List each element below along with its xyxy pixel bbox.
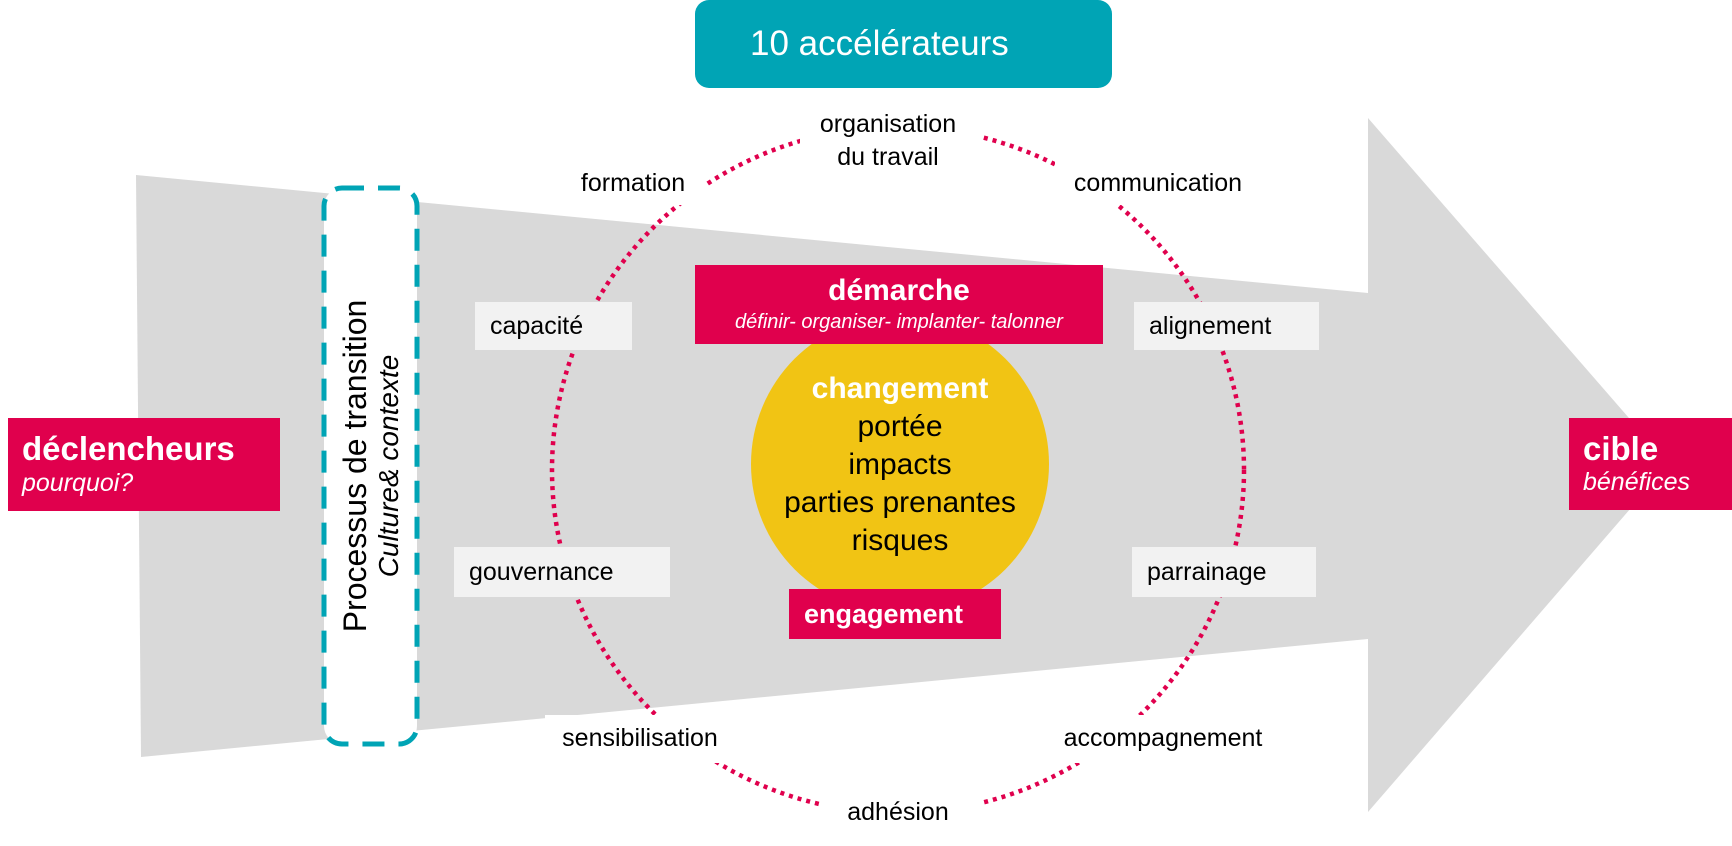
changement-item: risques bbox=[851, 524, 949, 557]
parrainage-label: parrainage bbox=[1147, 557, 1267, 586]
accelerator-accompagnement: accompagnement bbox=[1063, 724, 1263, 752]
cible-title: cible bbox=[1583, 429, 1659, 467]
transition-subtitle: Culture& contexte bbox=[372, 354, 404, 578]
transition-frame bbox=[321, 185, 420, 747]
changement-title: changement bbox=[811, 372, 989, 405]
changement-item: portée bbox=[857, 410, 943, 443]
transition-process: Processus de transition Culture& context… bbox=[324, 188, 417, 744]
declencheurs-title: déclencheurs bbox=[22, 430, 235, 468]
accelerator-communication: communication bbox=[1073, 169, 1243, 197]
accelerator-formation: formation bbox=[580, 169, 686, 197]
accelerator-sensibilisation: sensibilisation bbox=[562, 724, 718, 752]
accelerators-header-label: 10 accélérateurs bbox=[750, 24, 1009, 63]
engagement-label: engagement bbox=[804, 598, 964, 629]
changement-item: parties prenantes bbox=[784, 486, 1016, 519]
changement-circle bbox=[751, 315, 1049, 613]
demarche-subtitle: définir- organiser- implanter- talonner bbox=[735, 311, 1063, 333]
gouvernance-label: gouvernance bbox=[469, 557, 614, 586]
demarche-title: démarche bbox=[828, 274, 970, 307]
accelerator-gouvernance: gouvernance bbox=[454, 547, 670, 597]
accelerator-capacite: capacité bbox=[475, 302, 632, 350]
accelerator-organisation: organisation du travail bbox=[798, 108, 978, 173]
demarche-box: démarche définir- organiser- implanter- … bbox=[695, 265, 1103, 344]
organisation-line-2: du travail bbox=[837, 142, 939, 171]
alignement-label: alignement bbox=[1149, 311, 1272, 340]
transition-title: Processus de transition bbox=[336, 299, 373, 633]
engagement-box: engagement bbox=[789, 589, 1001, 639]
accelerator-parrainage: parrainage bbox=[1132, 547, 1316, 597]
accelerators-header: 10 accélérateurs bbox=[695, 0, 1112, 88]
accelerator-alignement: alignement bbox=[1134, 302, 1319, 350]
cible-subtitle: bénéfices bbox=[1583, 468, 1691, 497]
declencheurs-box: déclencheurs pourquoi? bbox=[8, 418, 280, 511]
accelerator-adhesion: adhésion bbox=[847, 798, 949, 826]
arrow-head bbox=[1368, 118, 1669, 812]
changement-text: changement portée impacts parties prenan… bbox=[751, 370, 1049, 560]
changement-item: impacts bbox=[848, 448, 952, 481]
organisation-line-1: organisation bbox=[819, 110, 957, 138]
capacite-label: capacité bbox=[490, 311, 584, 340]
declencheurs-subtitle: pourquoi? bbox=[22, 468, 134, 497]
cible-box: cible bénéfices bbox=[1569, 418, 1732, 510]
